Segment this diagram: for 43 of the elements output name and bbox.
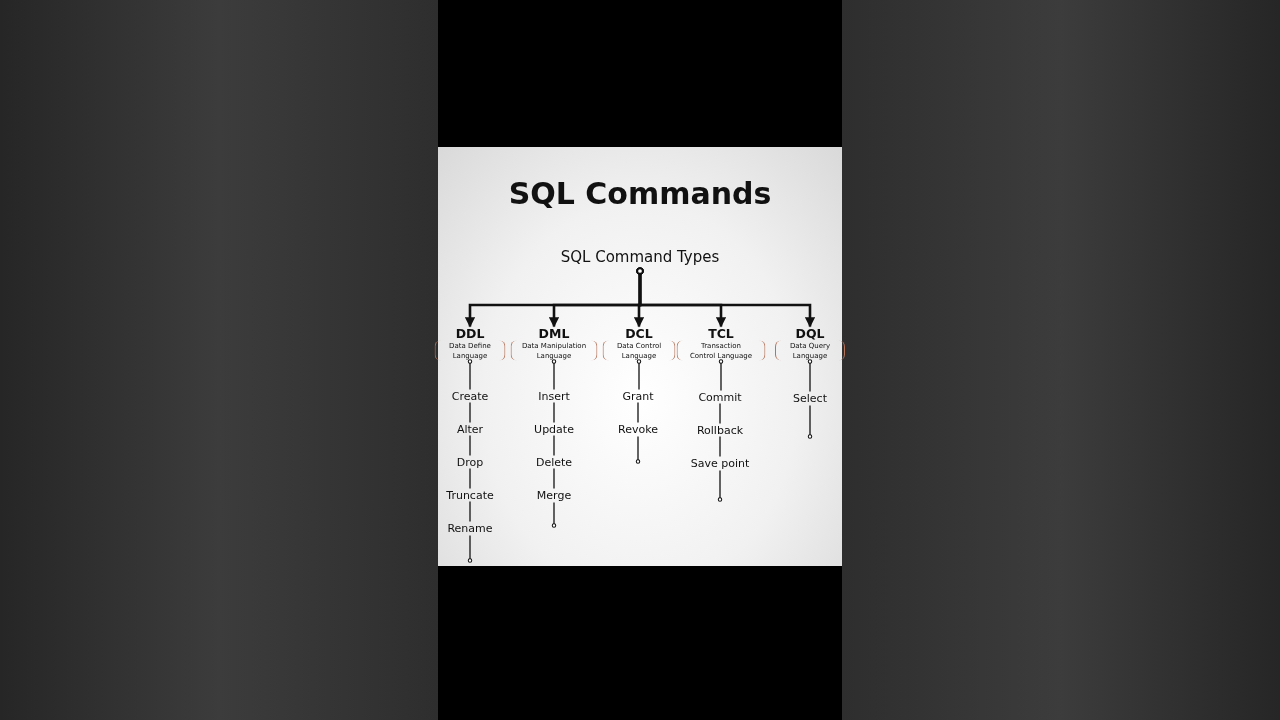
- command-label: Commit: [698, 390, 742, 404]
- connector-line: [636, 359, 642, 391]
- connector-line: [719, 402, 721, 425]
- command-label: Revoke: [618, 422, 658, 436]
- connector-line: [717, 469, 723, 502]
- category-heading: DCL: [624, 326, 654, 341]
- command-label: Merge: [536, 488, 572, 502]
- command-label: Delete: [535, 455, 573, 469]
- command-label: Truncate: [446, 488, 494, 502]
- category-heading: DDL: [454, 326, 486, 341]
- command-label: Select: [793, 391, 827, 405]
- command-label: Rename: [447, 521, 493, 535]
- connector-line: [467, 359, 473, 391]
- connector-line: [469, 401, 471, 424]
- connector-line: [637, 401, 639, 424]
- connector-line: [553, 401, 555, 424]
- connector-line: [469, 434, 471, 457]
- connector-line: [467, 534, 473, 563]
- connector-line: [469, 467, 471, 490]
- connector-line: [718, 359, 724, 392]
- connector-line: [553, 467, 555, 490]
- command-label: Drop: [456, 455, 484, 469]
- root-label: SQL Command Types: [560, 248, 720, 266]
- connector-line: [553, 434, 555, 457]
- connector-line: [551, 501, 557, 528]
- command-label: Alter: [456, 422, 484, 436]
- connector-line: [719, 435, 721, 458]
- connector-line: [635, 435, 641, 464]
- command-label: Insert: [538, 389, 570, 403]
- arrow: [636, 267, 816, 328]
- connector-line: [807, 404, 813, 439]
- connector-line: [807, 359, 813, 393]
- category-heading: DML: [537, 326, 571, 341]
- command-label: Grant: [622, 389, 654, 403]
- command-label: Rollback: [696, 423, 744, 437]
- command-label: Update: [534, 422, 574, 436]
- title: SQL Commands: [507, 176, 773, 211]
- command-label: Create: [451, 389, 489, 403]
- category-heading: DQL: [794, 326, 826, 341]
- connector-line: [551, 359, 557, 391]
- connector-line: [469, 500, 471, 523]
- command-label: Save point: [690, 456, 750, 470]
- category-heading: TCL: [707, 326, 735, 341]
